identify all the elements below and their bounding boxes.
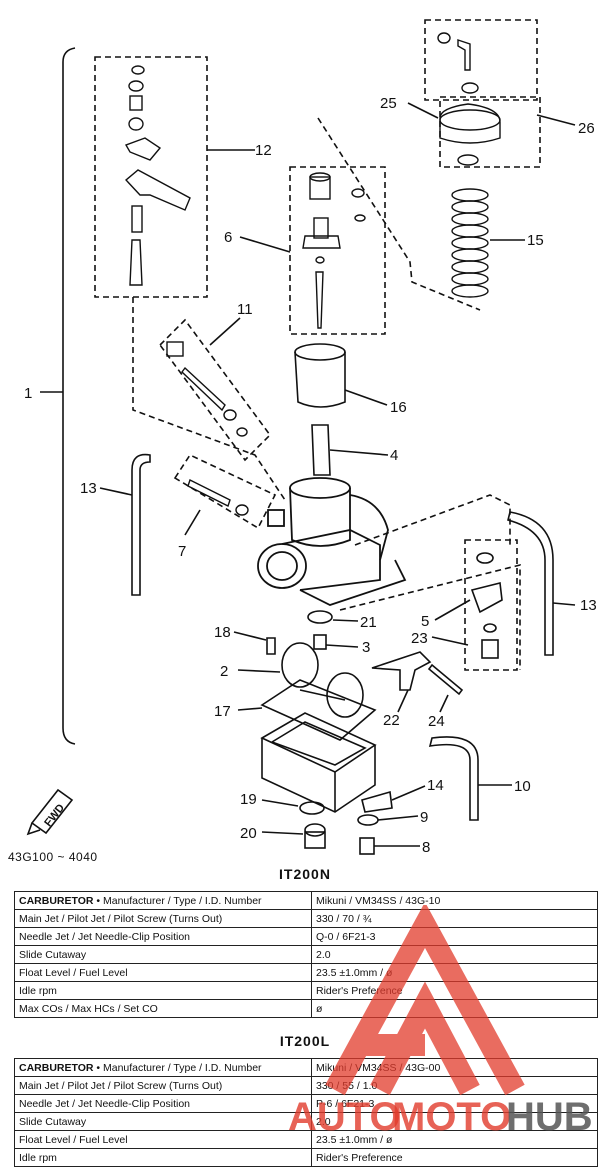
float-pin	[427, 663, 464, 696]
pilot-screw-parts	[124, 65, 191, 286]
spec-table-it200l: CARBURETOR • Manufacturer / Type / I.D. …	[14, 1058, 598, 1167]
overflow-tube-right	[507, 511, 554, 656]
group-6-box	[289, 166, 386, 335]
callout-11: 11	[237, 301, 253, 318]
part-code-range: 43G100 ~ 4040	[8, 850, 98, 864]
group-26-box	[424, 19, 538, 101]
drain-screw	[359, 837, 375, 855]
callout-25: 25	[380, 95, 397, 112]
callout-10: 10	[514, 778, 531, 795]
callout-14: 14	[427, 777, 444, 794]
float-arm	[371, 651, 432, 691]
table-title-it200l: IT200L	[279, 1033, 331, 1049]
drain-tube	[428, 736, 479, 821]
callout-23: 23	[411, 630, 428, 647]
bracket-5	[470, 582, 503, 614]
callout-1: 1	[24, 385, 32, 402]
group-7-box	[173, 453, 277, 530]
callout-15: 15	[527, 232, 544, 249]
overflow-tube-left	[131, 453, 151, 596]
mixing-chamber-top	[311, 424, 331, 476]
callout-labels: 1 2 3 4 5 6 7 8 9 10 11 12 13 13 14 15 1…	[24, 95, 597, 856]
table-row: CARBURETOR • Manufacturer / Type / I.D. …	[14, 1058, 598, 1077]
assembly-bracket	[62, 47, 76, 745]
group-11-box	[158, 318, 272, 462]
callout-9: 9	[420, 809, 428, 826]
callout-24: 24	[428, 713, 445, 730]
o-ring	[299, 801, 325, 815]
table-row: Main Jet / Pilot Jet / Pilot Screw (Turn…	[14, 1076, 598, 1095]
throttle-spring	[451, 188, 489, 298]
carburetor-exploded-diagram: 1 2 3 4 5 6 7 8 9 10 11 12 13 13 14 15 1…	[24, 19, 597, 856]
callout-22: 22	[383, 712, 400, 729]
callout-4: 4	[390, 447, 398, 464]
gasket-17	[260, 679, 377, 741]
fwd-arrow-icon	[26, 788, 74, 836]
table-title-it200n: IT200N	[279, 866, 331, 882]
main-jet	[313, 634, 327, 650]
callout-5: 5	[421, 613, 429, 630]
rubber-boot	[294, 343, 346, 408]
callout-8: 8	[422, 839, 430, 856]
callout-18: 18	[214, 624, 231, 641]
callout-7: 7	[178, 543, 186, 560]
callout-12: 12	[255, 142, 272, 159]
carburetor-body	[257, 477, 407, 606]
table-row: CARBURETOR • Manufacturer / Type / I.D. …	[14, 891, 598, 910]
callout-3: 3	[362, 639, 370, 656]
callout-26: 26	[578, 120, 595, 137]
callout-2: 2	[220, 663, 228, 680]
washer-top	[476, 552, 494, 564]
callout-13-right: 13	[580, 597, 597, 614]
callout-17: 17	[214, 703, 231, 720]
spec-table-it200n: CARBURETOR • Manufacturer / Type / I.D. …	[14, 891, 598, 1018]
float-bowl	[260, 712, 377, 813]
group-12-box	[94, 56, 208, 298]
throttle-valve-parts	[302, 172, 366, 329]
callout-20: 20	[240, 825, 257, 842]
callout-21: 21	[360, 614, 377, 631]
screw-18	[266, 637, 276, 655]
callout-19: 19	[240, 791, 257, 808]
cap-parts	[437, 32, 501, 166]
float	[281, 642, 364, 718]
callout-16: 16	[390, 399, 407, 416]
drain-plug	[304, 823, 326, 849]
callout-6: 6	[224, 229, 232, 246]
table-row: Main Jet / Pilot Jet / Pilot Screw (Turn…	[14, 909, 598, 928]
washer-21	[307, 610, 333, 624]
callout-13-left: 13	[80, 480, 97, 497]
